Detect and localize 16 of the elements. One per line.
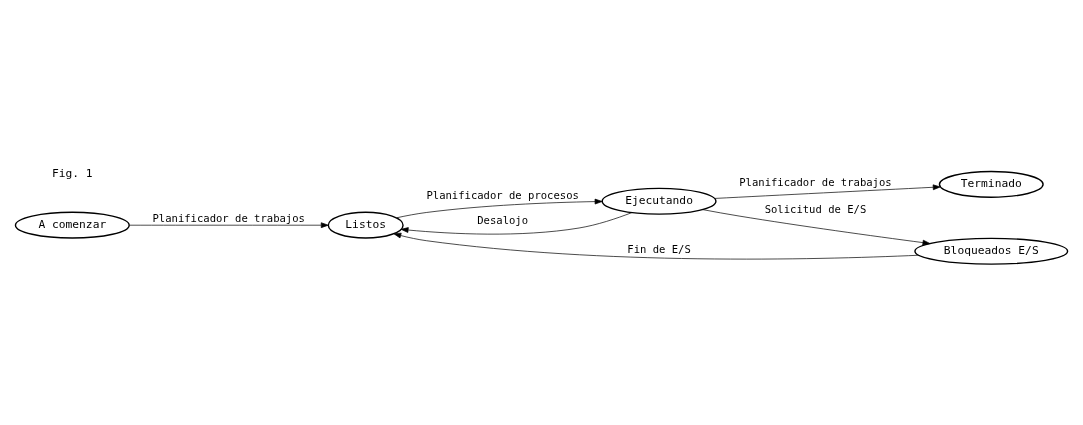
arrow	[128, 221, 329, 228]
node-ellipse: Terminado	[938, 170, 1044, 198]
arrow	[714, 183, 941, 199]
edge-label: Planificador de procesos	[426, 188, 579, 201]
edge-label: Desalojo	[477, 213, 529, 226]
edge-label: Planificador de trabajos	[152, 211, 305, 224]
arrow	[702, 208, 931, 245]
edge-label: Fin de E/S	[627, 242, 691, 255]
edge-label: Planificador de trabajos	[739, 175, 892, 188]
node-ellipse: A comenzar	[14, 211, 130, 239]
node-ellipse: Ejecutando	[601, 187, 717, 215]
edge-label: Solicitud de E/S	[764, 202, 867, 215]
arrow	[393, 232, 919, 259]
arrow	[396, 198, 603, 218]
arrow	[400, 211, 633, 234]
label: Fig. 1	[51, 166, 93, 180]
